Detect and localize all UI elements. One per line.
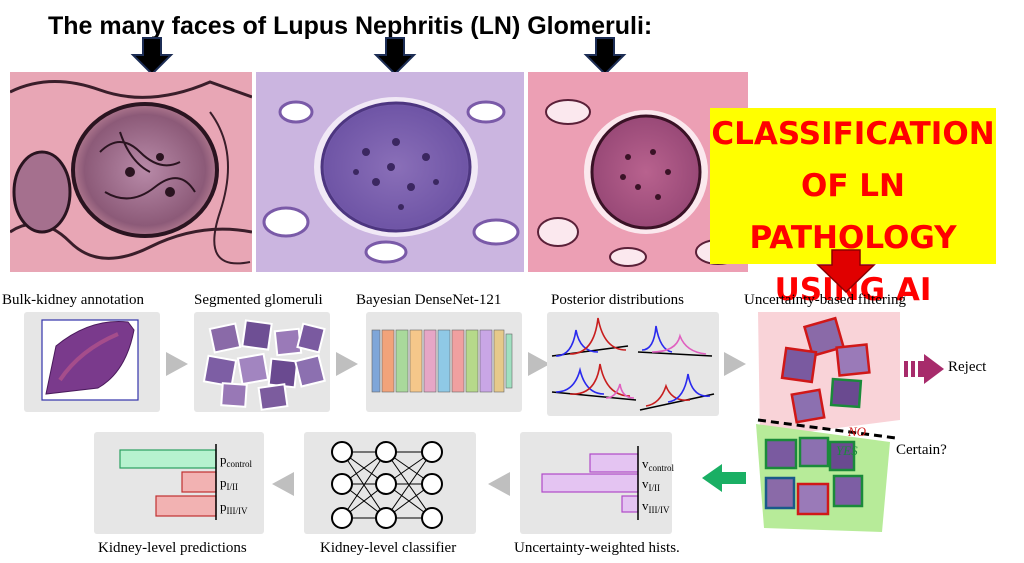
step-label-2: Segmented glomeruli (194, 292, 323, 308)
no-label: NO (848, 424, 867, 439)
highlight-line-2: OF LN PATHOLOGY (749, 168, 957, 256)
highlight-box (710, 108, 996, 264)
highlight-line-1: CLASSIFICATION (711, 116, 995, 152)
green-left-arrow (702, 464, 746, 492)
down-arrow-2 (373, 37, 417, 76)
neural-network-icon (331, 441, 443, 529)
pointer-arrows (130, 37, 627, 76)
certain-question: Certain? (896, 442, 947, 458)
step-label-3: Bayesian DenseNet-121 (356, 292, 502, 308)
highlight-text: CLASSIFICATION OF LN PATHOLOGY USING AI (710, 108, 996, 316)
histology-image-2 (256, 72, 524, 272)
hist-label-i-ii: vI/II (642, 476, 660, 493)
step-label-8: Kidney-level predictions (98, 540, 247, 556)
step-label-5: Uncertainty-based filtering (744, 292, 907, 308)
yes-label: YES (836, 443, 858, 458)
step-label-7: Kidney-level classifier (320, 540, 457, 556)
certainty-threshold-line (757, 418, 897, 440)
pred-label-iii-iv: pIII/IV (220, 499, 248, 516)
down-arrow-3 (583, 37, 627, 76)
down-arrow-1 (130, 37, 174, 76)
pred-label-control: pcontrol (220, 452, 252, 469)
step-label-1: Bulk-kidney annotation (2, 292, 145, 308)
hist-label-iii-iv: vIII/IV (642, 498, 670, 515)
step-label-6: Uncertainty-weighted hists. (514, 540, 680, 556)
panel-predictions (94, 432, 264, 534)
red-down-arrow (816, 249, 876, 294)
pred-label-i-ii: pI/II (220, 475, 238, 492)
hist-label-control: vcontrol (642, 456, 674, 473)
page-title: The many faces of Lupus Nephritis (LN) G… (48, 12, 653, 40)
reject-arrow (904, 354, 944, 384)
reject-label: Reject (948, 359, 987, 375)
step-label-4: Posterior distributions (551, 292, 684, 308)
histology-image-1 (10, 72, 252, 272)
